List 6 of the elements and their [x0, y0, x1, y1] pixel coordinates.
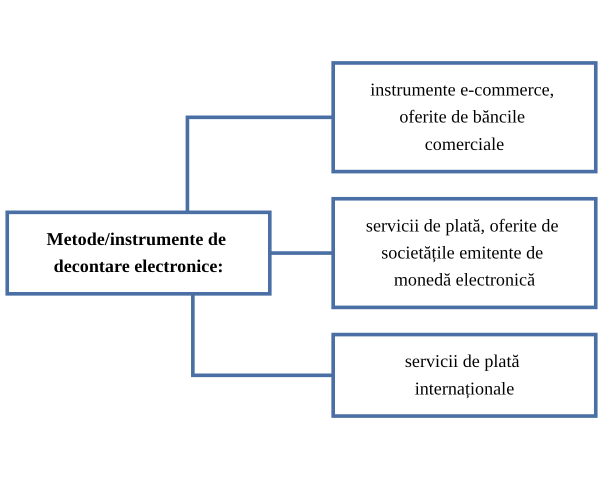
node-box: Metode/instrumente de decontare electronice:: [5, 210, 272, 296]
connector: [186, 115, 334, 212]
connector: [191, 294, 334, 378]
node-box: servicii de plată, oferite de societățile emitente de monedă electronică: [331, 196, 598, 310]
node-box: instrumente e-commerce, oferite de băncile comerciale: [331, 61, 598, 174]
node-box: servicii de plată internaționale: [331, 332, 598, 418]
